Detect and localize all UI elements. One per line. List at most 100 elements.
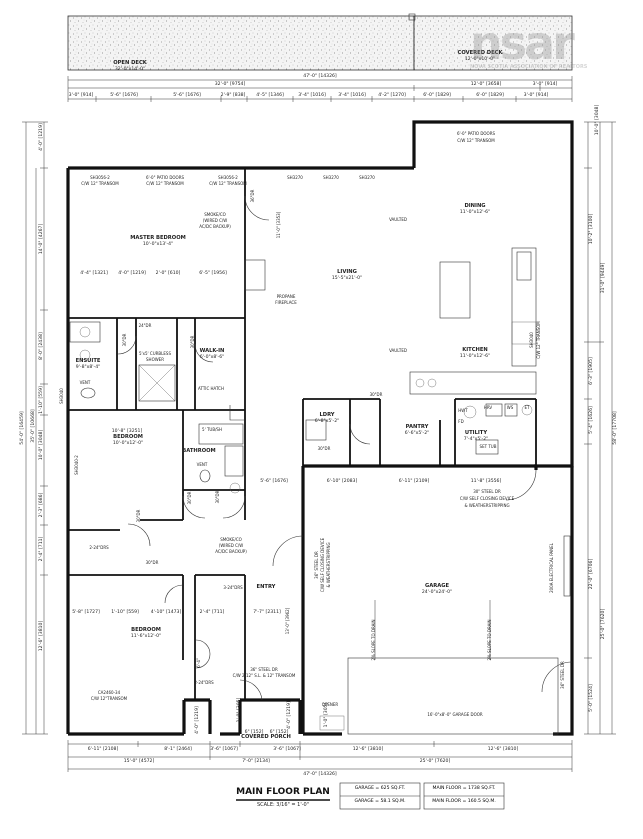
plan-note: FIREPLACE bbox=[275, 300, 297, 305]
dim-left-1: 4'-0" [1219] bbox=[38, 123, 44, 151]
dim-top-1: 32'-0" [9754] bbox=[215, 81, 246, 87]
dim-bottom-1: 3'-6" [1067] bbox=[273, 746, 301, 752]
room-size-walk-in: 6'-0"x8'-6" bbox=[200, 354, 224, 360]
room-label-bedroom-2: BEDROOM bbox=[131, 627, 161, 633]
room-size-ensuite: 9'-8"x8'-4" bbox=[76, 364, 100, 370]
plan-note-vertical: SH3040 bbox=[59, 388, 64, 404]
dim-top-2: 3'-4" [1016] bbox=[298, 92, 326, 98]
dim-interior: 5'-8" [1727] bbox=[72, 609, 100, 615]
dim-interior: 4'-4" [1321] bbox=[80, 270, 108, 276]
plan-note: C/W 12" TRANSOM bbox=[457, 138, 495, 143]
plan-note-vertical: 2% SLOPE TO DRAIN bbox=[371, 619, 376, 660]
plan-note: 6'-0" PATIO DOORS bbox=[457, 131, 496, 136]
plan-note: 30"DR bbox=[318, 446, 331, 451]
dim-top-2: 3'-0" [914] bbox=[524, 92, 549, 98]
plan-note-vertical: 30"DR bbox=[122, 333, 127, 346]
dim-bottom-2: 15'-0" [4572] bbox=[124, 758, 155, 764]
dimension-lines-top bbox=[67, 76, 573, 102]
plan-note: CA2460-34 bbox=[98, 690, 121, 695]
dim-top-2: 6'-0" [1829] bbox=[423, 92, 451, 98]
plan-note: 30"DR bbox=[146, 560, 159, 565]
kitchen-fixtures bbox=[409, 247, 537, 395]
bath-fixtures bbox=[69, 259, 533, 494]
dim-right-1: 5'-4" [1626] bbox=[588, 406, 594, 434]
dim-bottom-1: 3'-6" [1067] bbox=[210, 746, 238, 752]
room-label-covered-deck: COVERED DECK bbox=[458, 50, 504, 56]
plan-note: 30" STEEL DR bbox=[473, 489, 501, 494]
plan-note-vertical: 30"DR bbox=[187, 491, 192, 504]
room-size-laundry: 6'-8"x5'-2" bbox=[315, 418, 339, 424]
dim-right-total: 58'-0" [17708] bbox=[612, 411, 618, 445]
plan-note-vertical: & WEATHERSTRIPPING bbox=[326, 542, 331, 587]
dim-left-total: 54'-0" [16459] bbox=[19, 411, 25, 445]
room-size-kitchen: 11'-0"x12'-6" bbox=[460, 353, 490, 359]
plan-note: 5' TUB/SH bbox=[202, 427, 222, 432]
plan-note: (WIRED C/W bbox=[219, 543, 243, 548]
dim-top-2: 4'-5" [1346] bbox=[256, 92, 284, 98]
plan-note: FD bbox=[458, 419, 463, 424]
plan-note: SH3270 bbox=[323, 175, 339, 180]
dim-left-1: 10'-0" [3048] bbox=[38, 430, 44, 461]
dim-interior: 5'-6" [1676] bbox=[260, 478, 288, 484]
dim-interior: 4'-0" [1219] bbox=[118, 270, 146, 276]
dim-interior: 7'-7" [2311] bbox=[253, 609, 281, 615]
dim-top-2: 5'-6" [1676] bbox=[173, 92, 201, 98]
dim-right-1: 6'-3" [1905] bbox=[588, 357, 594, 385]
room-size-open-deck: 32'-0"x14'-0" bbox=[115, 66, 145, 72]
dim-left-1: 8'-0" [2438] bbox=[38, 332, 44, 360]
room-size-dining: 11'-0"x12'-6" bbox=[460, 209, 490, 215]
dimension-lines-left bbox=[22, 121, 48, 735]
plan-note: SH3056-2 bbox=[90, 175, 110, 180]
plan-note-vertical: 30"DR bbox=[190, 335, 195, 348]
plan-note: SH3270 bbox=[359, 175, 375, 180]
plan-note-vertical: 30"DR bbox=[136, 509, 141, 522]
interior-walls bbox=[68, 168, 537, 700]
room-size-covered-deck: 12'-0"x10'-0" bbox=[465, 56, 495, 62]
dim-top-2: 4'-2" [1270] bbox=[378, 92, 406, 98]
dim-bottom-1: 12'-6" [3810] bbox=[353, 746, 384, 752]
plan-note-vertical: 30"DR bbox=[215, 490, 220, 503]
dim-right-1: 10'-0" [3048] bbox=[594, 105, 600, 136]
dim-right-1: 5'-0" [1524] bbox=[588, 684, 594, 712]
dim-interior: 6'-10" [2083] bbox=[327, 478, 358, 484]
plan-note: 30"DR bbox=[370, 392, 383, 397]
plan-note: 36" STEEL DR bbox=[250, 667, 278, 672]
dim-top-2: 3'-4" [1016] bbox=[338, 92, 366, 98]
plan-note: SMOKE/CO bbox=[220, 537, 242, 542]
plan-note: C/W SELF CLOSING DEVICE bbox=[460, 496, 515, 501]
plan-note: 5'x5' CURBLESS bbox=[139, 351, 171, 356]
area-garage-sqft: GARAGE = 625 SQ.FT. bbox=[354, 786, 406, 791]
room-size-utility: 7'-4"x5'-2" bbox=[464, 436, 488, 442]
room-label-living: LIVING bbox=[337, 269, 357, 275]
room-label-pantry: PANTRY bbox=[406, 424, 429, 430]
dim-bottom-1: 12'-6" [3810] bbox=[488, 746, 519, 752]
dim-interior: 6'-11" [2109] bbox=[399, 478, 430, 484]
dim-porch: 1'-0" [305] bbox=[323, 702, 329, 727]
plan-note: SET TUB bbox=[480, 444, 497, 449]
plan-note: 3-24"DRS bbox=[223, 585, 243, 590]
plan-note: SMOKE/CO bbox=[204, 212, 226, 217]
dim-interior: 6'-5" [1956] bbox=[199, 270, 227, 276]
dim-bottom-2: 7'-0" [2134] bbox=[242, 758, 270, 764]
room-size-master-bedroom: 10'-0"x13'-4" bbox=[143, 241, 173, 247]
room-label-covered-porch: COVERED PORCH bbox=[241, 734, 291, 740]
plan-note-vertical: 36" STEEL DR bbox=[314, 551, 319, 579]
plan-note: ET bbox=[525, 405, 531, 410]
dim-interior: 4'-10" [1473] bbox=[151, 609, 182, 615]
dim-right-2: 31'-0" [9449] bbox=[600, 263, 606, 294]
plan-note: VENT bbox=[80, 380, 91, 385]
room-label-master-bedroom: MASTER BEDROOM bbox=[130, 235, 186, 241]
plan-note-vertical: 6'-4" bbox=[196, 658, 201, 668]
plan-note: SHOWER bbox=[146, 357, 164, 362]
dim-porch: 4'-0" [1219] bbox=[286, 701, 292, 729]
dim-bottom-2: 25'-0" [7620] bbox=[420, 758, 451, 764]
dim-left-1: 2'-3" [686] bbox=[38, 492, 44, 517]
plan-note: VAULTED bbox=[389, 348, 407, 353]
plan-note: C/W 12" TRANSOM bbox=[146, 181, 184, 186]
plan-note: C/W 12" TRANSOM bbox=[81, 181, 119, 186]
plan-note: HWT bbox=[458, 408, 468, 413]
room-label-ensuite: ENSUITE bbox=[76, 358, 101, 364]
dim-bottom-1: 6'-11" [2108] bbox=[88, 746, 119, 752]
title-block bbox=[236, 782, 505, 810]
